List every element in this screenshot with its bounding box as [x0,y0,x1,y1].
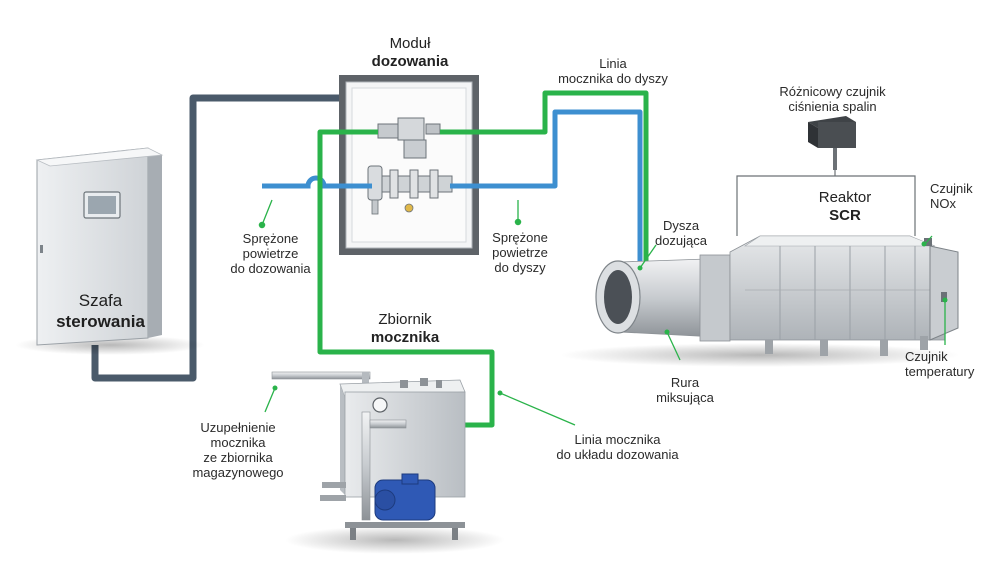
refill-line1: Uzupełnienie [200,420,276,435]
control-cable [91,94,345,382]
refill-label: Uzupełnienie mocznika ze zbiornika magaz… [188,420,288,480]
air-nozzle-label: Sprężone powietrze do dyszy [480,230,560,275]
reactor-label: Reaktor SCR [800,189,890,225]
dosing-module [339,75,479,255]
air-line-to-nozzle [450,109,643,268]
reactor-label-line1: Reaktor [818,189,872,206]
urea-line-dosing-line1: Linia mocznika [574,432,661,447]
air-nozzle-line1: Sprężone [492,230,548,245]
air-line-to-module [262,175,372,189]
air-nozzle-line2: powietrze [492,245,548,260]
nox-sensor-line2: NOx [930,196,956,211]
air-dosing-line2: powietrze [242,246,299,261]
control-cabinet [15,147,205,355]
dosing-module-label-line2: dozowania [371,53,449,70]
urea-line-dosing-label: Linia mocznika do układu dozowania [545,432,690,462]
refill-line3: ze zbiornika [203,450,273,465]
cabinet-label-line1: Szafa [78,291,123,310]
urea-line-dosing-line2: do układu dozowania [556,447,679,462]
dp-sensor-line1: Różnicowy czujnik [779,84,886,99]
differential-pressure-sensor [736,116,916,236]
nox-sensor-icon [924,238,932,246]
reactor-label-line2: SCR [829,207,861,224]
mixing-pipe-label: Rura miksująca [640,375,730,405]
nox-sensor-label: Czujnik NOx [930,181,973,211]
refill-line4: magazynowego [192,465,284,480]
pressure-gauge-icon [372,397,388,413]
temperature-sensor-icon [941,292,947,302]
callout-pointers [258,199,948,426]
dp-sensor-label: Różnicowy czujnik ciśnienia spalin [760,84,905,114]
air-dosing-line1: Sprężone [242,231,299,246]
dp-sensor-line2: ciśnienia spalin [788,99,877,114]
temp-sensor-line1: Czujnik [905,349,948,364]
nox-sensor-line1: Czujnik [930,181,973,196]
scr-reactor [560,235,960,367]
urea-line-to-nozzle-line2: mocznika do dyszy [558,71,668,86]
dosing-nozzle-line2: dozująca [654,233,708,248]
urea-tank-label-line1: Zbiornik [378,311,432,328]
urea-line-to-nozzle [440,90,649,268]
temp-sensor-line2: temperatury [905,364,975,379]
urea-tank-label-line2: mocznika [370,329,440,346]
cabinet-label-line2: sterowania [56,312,145,331]
urea-tank [271,371,505,554]
dosing-module-label-line1: Moduł [389,35,431,52]
mixing-pipe-line1: Rura [670,375,700,390]
urea-tank-label: Zbiornik mocznika [345,311,465,347]
dosing-module-label: Moduł dozowania [355,35,465,71]
refill-line2: mocznika [210,435,266,450]
air-dosing-label: Sprężone powietrze do dozowania [218,231,323,276]
dosing-nozzle-label: Dysza dozująca [644,218,718,248]
cabinet-label: Szafa sterowania [48,290,153,332]
urea-line-tank-to-module [317,129,495,428]
urea-line-to-nozzle-label: Linia mocznika do dyszy [548,56,678,86]
mixing-pipe-line2: miksująca [656,390,714,405]
temp-sensor-label: Czujnik temperatury [905,349,974,379]
cabinet-handle [40,245,43,253]
urea-line-to-nozzle-line1: Linia [599,56,627,71]
air-nozzle-line3: do dyszy [494,260,546,275]
dosing-nozzle-line1: Dysza [662,218,700,233]
air-dosing-line3: do dozowania [230,261,311,276]
